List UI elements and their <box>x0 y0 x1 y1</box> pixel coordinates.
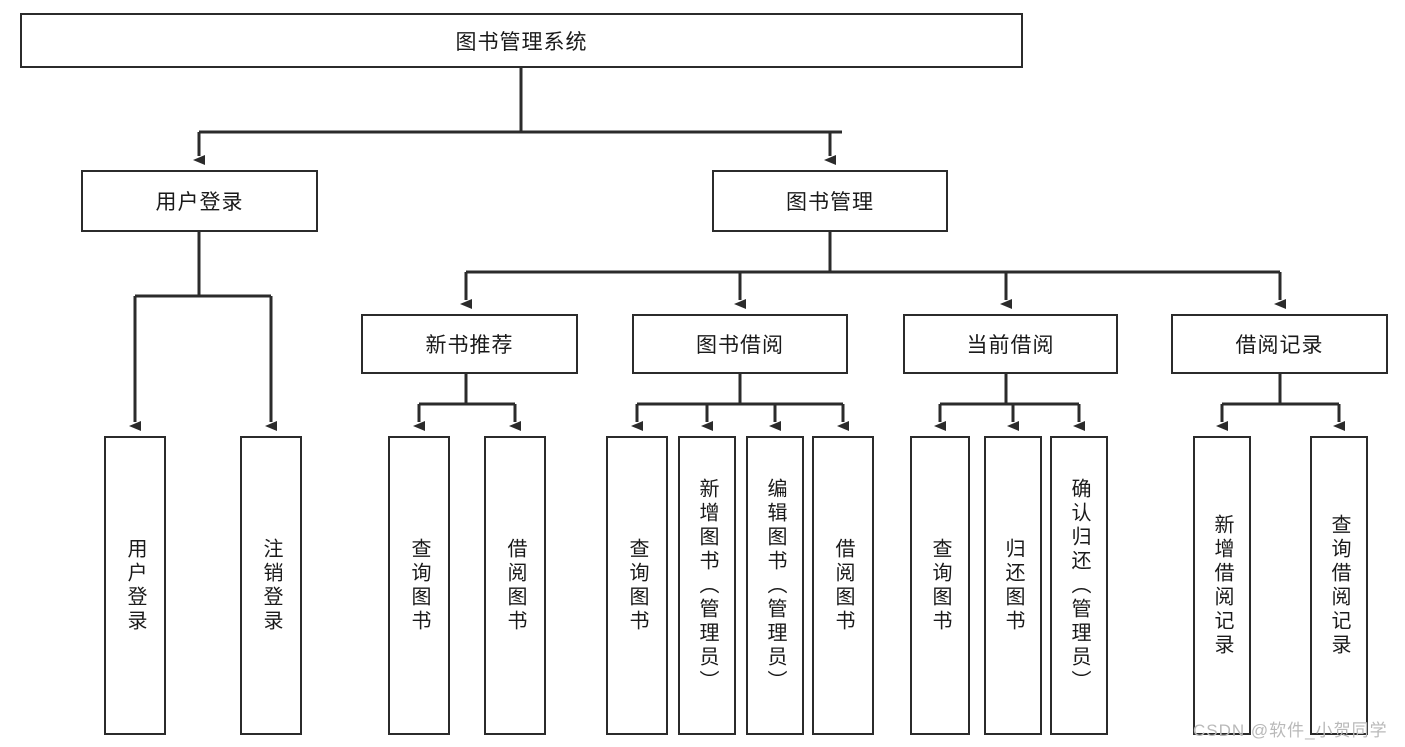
node-root[interactable]: 图书管理系统 <box>20 13 1023 68</box>
node-leaf-user-login-label: 用户登录 <box>124 537 146 634</box>
node-leaf-add-book-label: 新增图书（管理员） <box>696 477 718 694</box>
node-root-label: 图书管理系统 <box>455 30 588 54</box>
csdn-watermark: CSDN @软件_小贺同学 <box>1193 721 1388 740</box>
node-leaf-query-book-bor-label: 查询图书 <box>626 537 648 634</box>
node-borrow-record-label: 借阅记录 <box>1235 334 1324 357</box>
node-new-book-recommend[interactable]: 新书推荐 <box>361 314 578 374</box>
node-leaf-edit-book[interactable]: 编辑图书（管理员） <box>746 436 804 735</box>
node-leaf-query-record[interactable]: 查询借阅记录 <box>1310 436 1368 735</box>
node-leaf-borrow-book-rec-label: 借阅图书 <box>504 537 526 634</box>
node-book-borrow[interactable]: 图书借阅 <box>632 314 848 374</box>
node-leaf-return-book[interactable]: 归还图书 <box>984 436 1042 735</box>
node-leaf-user-logout[interactable]: 注销登录 <box>240 436 302 735</box>
node-leaf-query-book-bor[interactable]: 查询图书 <box>606 436 668 735</box>
node-leaf-query-book-cur[interactable]: 查询图书 <box>910 436 970 735</box>
node-leaf-borrow-book-rec[interactable]: 借阅图书 <box>484 436 546 735</box>
node-leaf-confirm-return-label: 确认归还（管理员） <box>1068 477 1090 694</box>
node-current-borrow[interactable]: 当前借阅 <box>903 314 1118 374</box>
node-book-borrow-label: 图书借阅 <box>696 334 784 357</box>
node-leaf-add-record[interactable]: 新增借阅记录 <box>1193 436 1251 735</box>
node-leaf-user-logout-label: 注销登录 <box>260 537 282 634</box>
node-leaf-borrow-book-bor[interactable]: 借阅图书 <box>812 436 874 735</box>
node-leaf-query-book-rec-label: 查询图书 <box>408 537 430 634</box>
node-current-borrow-label: 当前借阅 <box>966 334 1055 357</box>
node-new-book-recommend-label: 新书推荐 <box>425 334 514 357</box>
node-leaf-return-book-label: 归还图书 <box>1002 537 1024 634</box>
node-leaf-query-record-label: 查询借阅记录 <box>1328 513 1350 658</box>
node-borrow-record[interactable]: 借阅记录 <box>1171 314 1388 374</box>
node-leaf-confirm-return[interactable]: 确认归还（管理员） <box>1050 436 1108 735</box>
node-leaf-user-login[interactable]: 用户登录 <box>104 436 166 735</box>
node-leaf-borrow-book-bor-label: 借阅图书 <box>832 537 854 634</box>
node-leaf-edit-book-label: 编辑图书（管理员） <box>764 477 786 694</box>
node-leaf-query-book-rec[interactable]: 查询图书 <box>388 436 450 735</box>
node-user-login[interactable]: 用户登录 <box>81 170 318 232</box>
node-leaf-add-book[interactable]: 新增图书（管理员） <box>678 436 736 735</box>
node-leaf-add-record-label: 新增借阅记录 <box>1211 513 1233 658</box>
node-book-manage-label: 图书管理 <box>786 191 874 214</box>
node-book-manage[interactable]: 图书管理 <box>712 170 948 232</box>
node-user-login-label: 用户登录 <box>155 191 244 214</box>
node-leaf-query-book-cur-label: 查询图书 <box>929 537 951 634</box>
